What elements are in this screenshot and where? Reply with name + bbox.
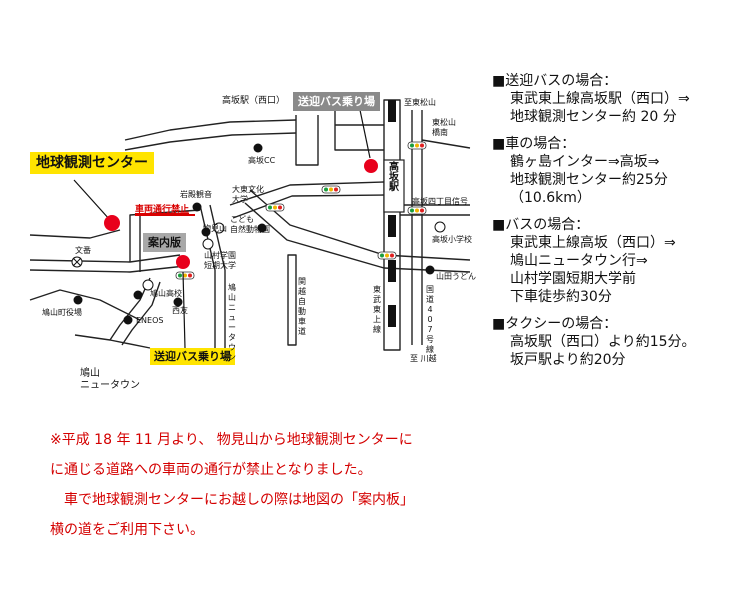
no-entry-label: 車両通行禁止	[135, 205, 190, 215]
center-marker	[104, 215, 120, 231]
section-taxi: ■タクシーの場合： 高坂駅（西口）より約15分。 坂戸駅より約20分	[492, 315, 742, 369]
place-hatoyama-nt: 鳩山 ニュータウン	[80, 368, 140, 391]
section-title: ■送迎バスの場合：	[492, 73, 618, 89]
place-higashimatsuyama-bridge: 東松山 橋南	[432, 118, 456, 137]
label-hatoyama-nt-road: 鳩山ニュータウン	[228, 283, 236, 362]
section-line: 坂戸駅より約20分	[510, 352, 626, 368]
place-hatoyama-hs: 鳩山高校	[150, 289, 182, 298]
place-shimatsuyama: 至東松山	[404, 98, 436, 107]
section-line: 鳩山ニュータウン行⇒	[510, 253, 648, 269]
info-board-label: 案内版	[143, 233, 186, 252]
notice-line: ※平成 18 年 11 月より、 物見山から地球観測センターに	[50, 432, 413, 448]
section-bus: ■バスの場合： 東武東上線高坂（西口）⇒ 鳩山ニュータウン行⇒ 山村学園短期大学…	[492, 216, 742, 306]
place-iwadono: 岩殿観音	[180, 190, 212, 199]
center-label: 地球観測センター	[30, 152, 154, 174]
place-kodomo: こども 自然動物園	[230, 215, 270, 234]
section-line: 東武東上線高坂（西口）⇒	[510, 235, 676, 251]
section-line: 鶴ヶ島インター⇒高坂⇒	[510, 154, 660, 170]
section-title: ■車の場合：	[492, 136, 576, 152]
place-monomiyama: 物見山	[203, 224, 227, 233]
section-line: 山村学園短期大学前	[510, 271, 636, 287]
place-takasaka-cc: 高坂CC	[248, 156, 276, 165]
place-seiyu: 西友	[172, 306, 188, 315]
bus-stop-top-marker	[364, 159, 378, 173]
place-kawagoe: 至 川越	[410, 354, 437, 363]
notice-line: に通じる道路への車両の通行が禁止となりました。	[50, 462, 372, 478]
notice-line: 横の道をご利用下さい。	[50, 522, 204, 538]
place-yamamura: 山村学園 短期大学	[204, 251, 236, 270]
section-line: 高坂駅（西口）より約15分。	[510, 334, 696, 350]
section-line: 東武東上線高坂駅（西口）⇒	[510, 91, 690, 107]
place-bunban: 文番	[75, 246, 91, 255]
place-takasaka-es: 高坂小学校	[432, 235, 472, 244]
place-yamada: 山田うどん	[436, 272, 476, 281]
place-hatoyama-office: 鳩山町役場	[42, 308, 82, 317]
station-label: 高坂駅	[389, 162, 399, 193]
place-takasaka-4: 高坂四丁目信号	[412, 197, 468, 206]
section-title: ■タクシーの場合：	[492, 316, 618, 332]
section-line: （10.6km）	[510, 190, 591, 206]
station-west-label: 高坂駅（西口）	[222, 96, 286, 106]
directions-legend: ■送迎バスの場合： 東武東上線高坂駅（西口）⇒ 地球観測センター約 20 分 ■…	[492, 72, 742, 378]
section-car: ■車の場合： 鶴ヶ島インター⇒高坂⇒ 地球観測センター約25分 （10.6km）	[492, 135, 742, 207]
label-route407: 国道407号線	[426, 285, 434, 354]
kanetsu-road	[287, 254, 297, 346]
section-line: 地球観測センター約 20 分	[510, 109, 677, 125]
bus-stop-bottom-label: 送迎バス乗り場	[150, 348, 235, 365]
notice-line: 車で地球観測センターにお越しの際は地図の「案内板」	[50, 492, 414, 508]
section-shuttle-bus: ■送迎バスの場合： 東武東上線高坂駅（西口）⇒ 地球観測センター約 20 分	[492, 72, 742, 126]
place-daito: 大東文化 大学	[232, 185, 264, 204]
section-line: 下車徒歩約30分	[510, 289, 612, 305]
section-title: ■バスの場合：	[492, 217, 590, 233]
bus-stop-bottom-marker	[176, 255, 190, 269]
route-map	[29, 99, 471, 351]
label-kanetsu: 関越自動車道	[298, 277, 306, 336]
label-tobu: 東武東上線	[373, 285, 381, 334]
section-line: 地球観測センター約25分	[510, 172, 668, 188]
road-closure-notice: ※平成 18 年 11 月より、 物見山から地球観測センターに に通じる道路への…	[50, 425, 720, 545]
bus-stop-top-label: 送迎バス乗り場	[293, 92, 380, 111]
place-eneos: ENEOS	[136, 316, 164, 325]
